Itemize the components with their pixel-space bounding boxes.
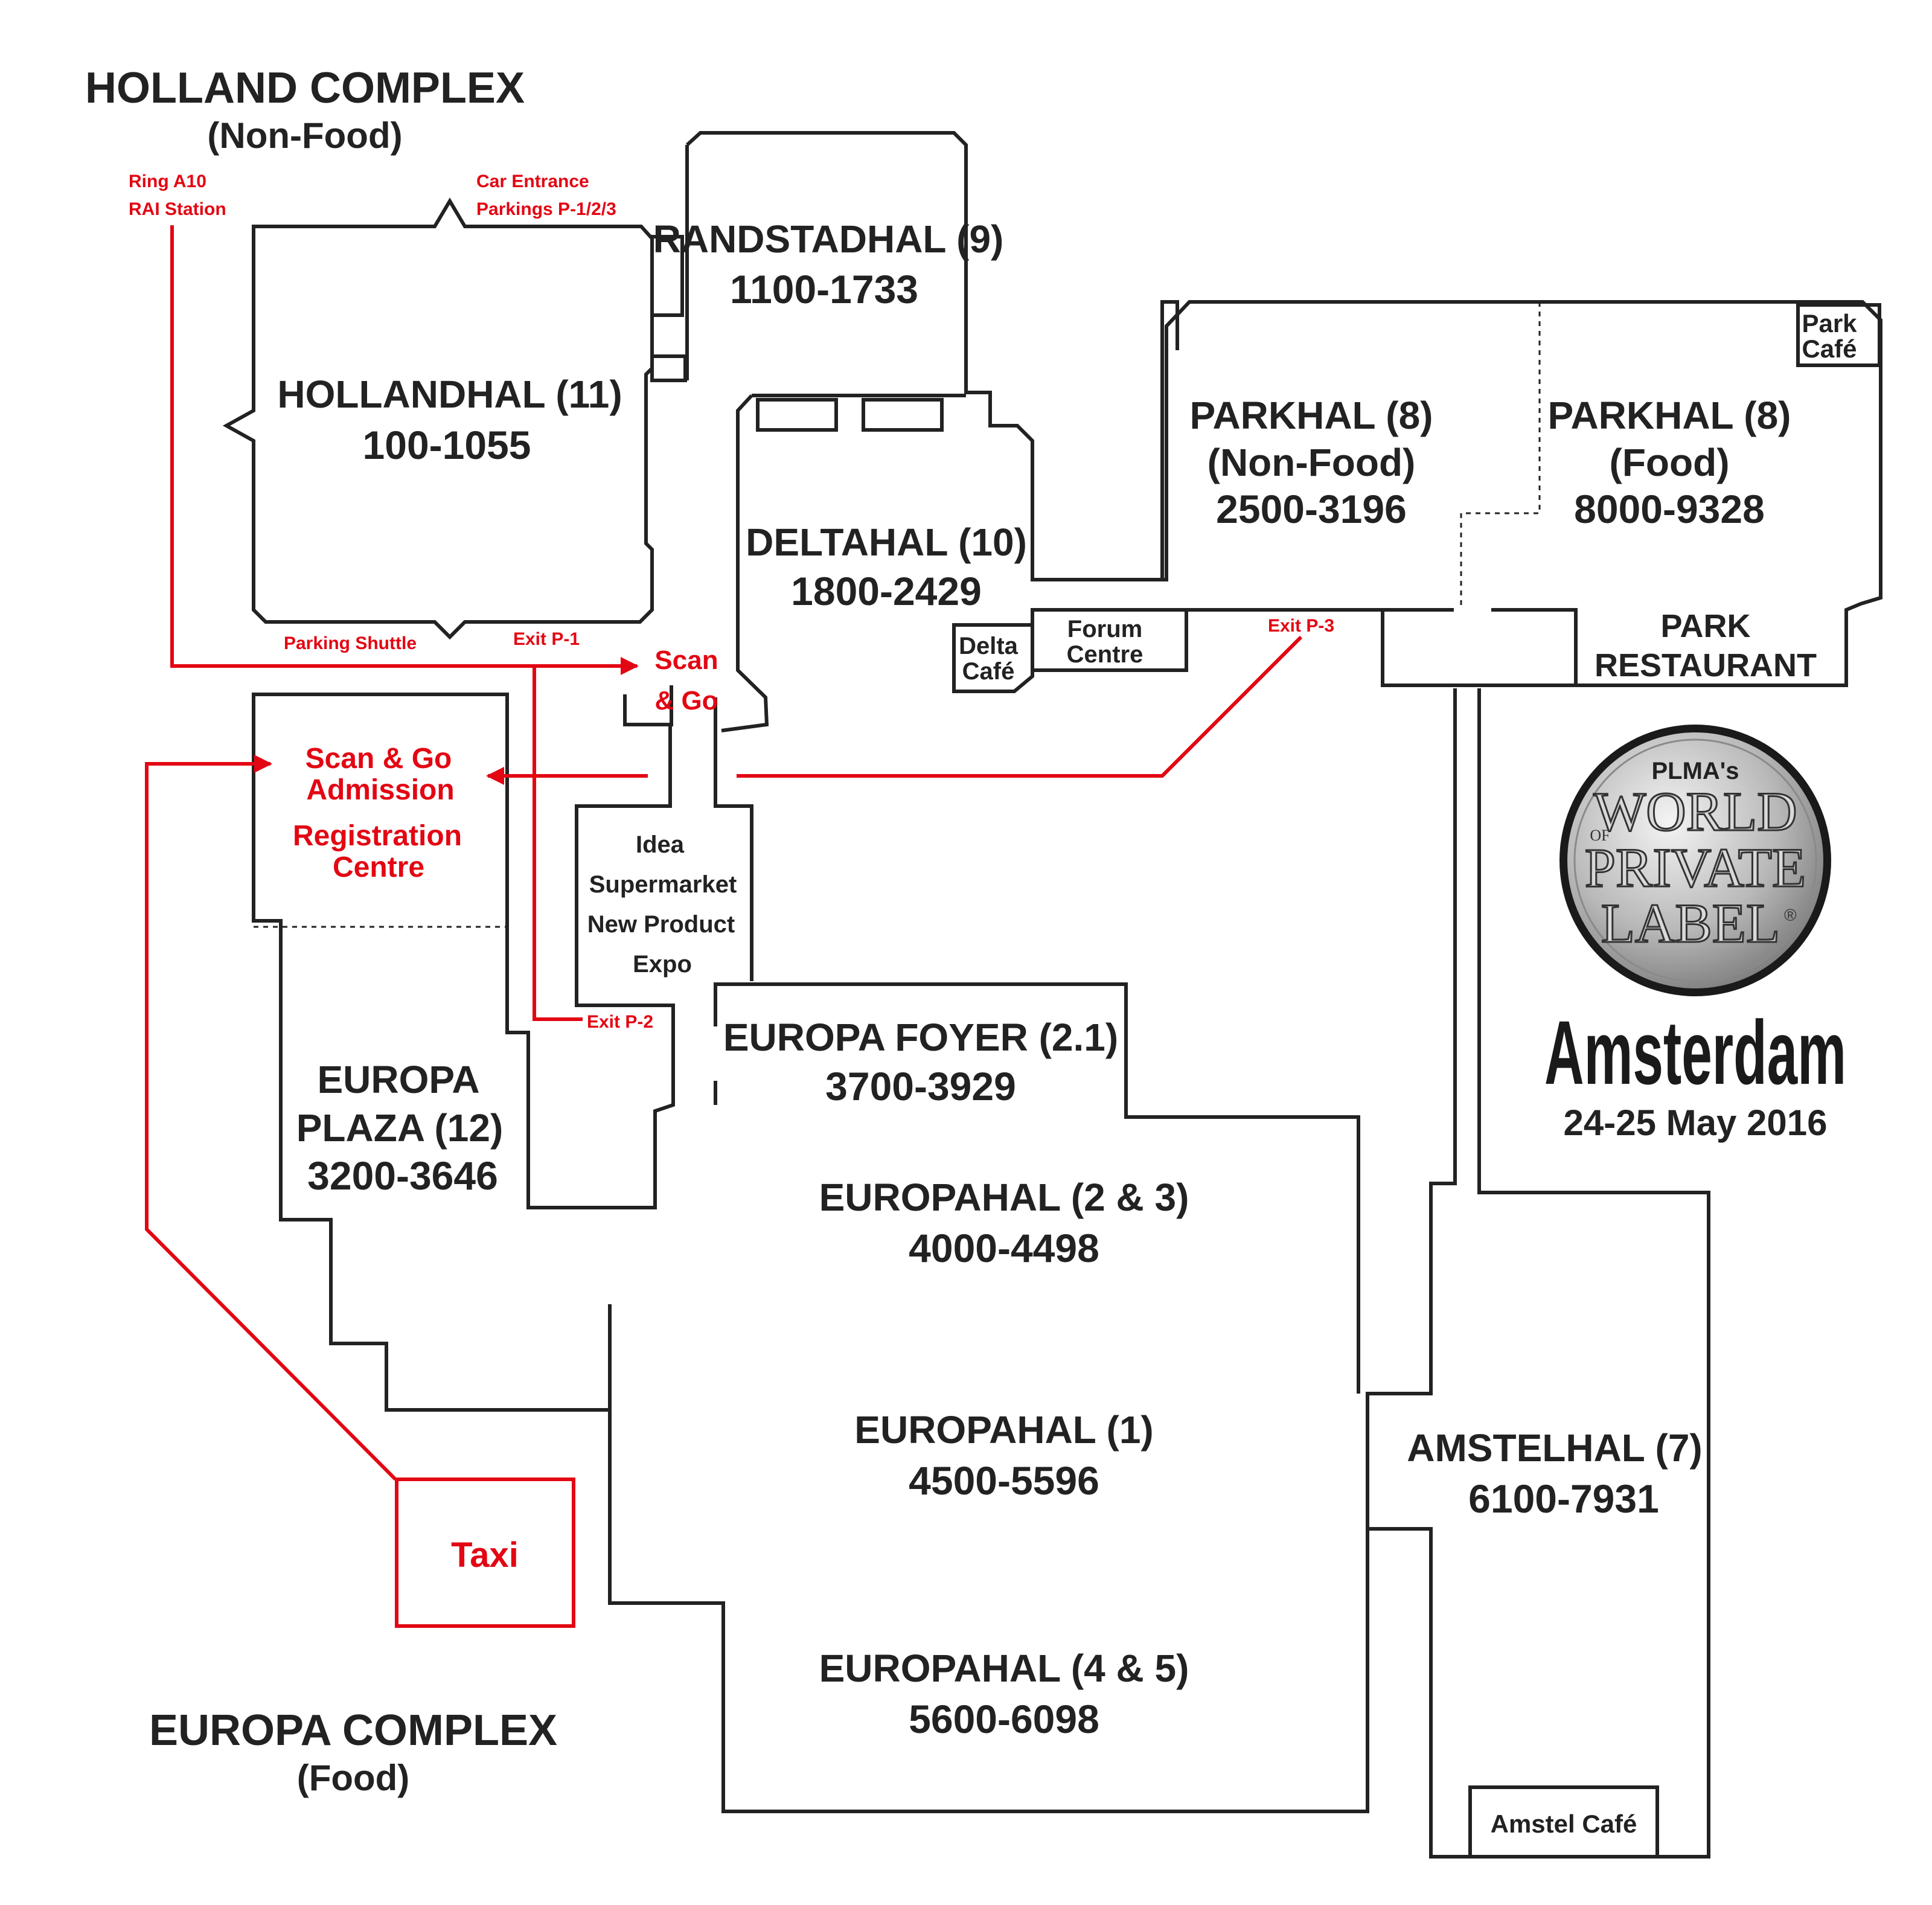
registered-mark: ®	[1784, 906, 1797, 924]
amstel-cafe-label: Amstel Café	[1491, 1810, 1637, 1838]
dates-label: 24-25 May 2016	[1564, 1103, 1828, 1143]
car-entrance-line2: Parkings P-1/2/3	[476, 199, 616, 219]
world-word: WORLD	[1593, 781, 1797, 842]
delta-cafe-line1: Delta	[959, 633, 1019, 659]
parkhal-nonfood-sub: (Non-Food)	[1208, 441, 1416, 484]
of-word: OF	[1590, 827, 1610, 844]
route-ring-a10	[170, 225, 639, 675]
idea-supermarket-outline	[252, 685, 675, 1412]
hollandhal-outline	[222, 197, 654, 640]
europa-plaza-range: 3200-3646	[307, 1153, 498, 1198]
amstelhal-range: 6100-7931	[1468, 1476, 1659, 1521]
route-exit-p1	[533, 666, 583, 1021]
europahal-45-name: EUROPAHAL (4 & 5)	[819, 1647, 1189, 1690]
europahal-23-name: EUROPAHAL (2 & 3)	[819, 1176, 1189, 1219]
europahal-1-name: EUROPAHAL (1)	[854, 1408, 1153, 1452]
amstelhal-name: AMSTELHAL (7)	[1407, 1426, 1702, 1470]
amstel-cafe-outline	[1468, 1785, 1659, 1859]
deltahal-outline	[721, 394, 966, 732]
europa-complex-subtitle: (Food)	[297, 1758, 410, 1798]
parkhal-food-sub: (Food)	[1610, 441, 1730, 484]
park-cafe-line2: Café	[1802, 335, 1857, 363]
connector-door-upper	[650, 235, 684, 317]
europahal-1-range: 4500-5596	[909, 1458, 1099, 1503]
holland-complex-subtitle: (Non-Food)	[207, 115, 402, 156]
park-cafe-outline	[1796, 303, 1881, 367]
forum-centre-line2: Centre	[1067, 641, 1144, 668]
parking-shuttle-label: Parking Shuttle	[284, 633, 417, 653]
admission-line1: Scan & Go	[305, 743, 452, 775]
exit-p1-label: Exit P-1	[513, 629, 580, 649]
deltahal-door-left	[756, 398, 838, 432]
deltahal-range: 1800-2429	[791, 569, 982, 613]
europahal-outline	[608, 982, 1369, 1813]
forum-centre-outline	[1031, 608, 1188, 672]
ring-line1: Ring A10	[129, 171, 206, 191]
randstadhal-range: 1100-1733	[730, 267, 918, 312]
route-exit-p3	[737, 635, 1303, 778]
europa-foyer-name: EUROPA FOYER (2.1)	[723, 1016, 1118, 1059]
scan-go-line1: Scan	[654, 645, 718, 675]
taxi-label: Taxi	[451, 1535, 519, 1575]
amstelhal-outline	[1366, 688, 1710, 1859]
hollandhal-name: HOLLANDHAL (11)	[277, 373, 622, 416]
delta-cafe-line2: Café	[962, 658, 1015, 685]
europa-plaza-line1: EUROPA	[317, 1058, 479, 1101]
idea-line3: New Product	[587, 911, 735, 938]
world-private-label-seal: PLMA's WORLD OF PRIVATE LABEL ®	[1559, 725, 1831, 996]
europa-foyer-range: 3700-3929	[825, 1064, 1016, 1109]
label-word: LABEL	[1601, 892, 1780, 954]
taxi-box	[395, 1478, 575, 1628]
park-restaurant-outline	[1381, 610, 1576, 687]
route-taxi	[145, 755, 397, 1481]
admission-line2: Admission	[306, 774, 454, 806]
randstadhal-outline	[685, 131, 1179, 581]
city-label: Amsterdam	[1544, 1002, 1846, 1103]
private-word: PRIVATE	[1585, 837, 1806, 898]
europa-complex-title: EUROPA COMPLEX	[149, 1706, 557, 1755]
delta-cafe-outline	[952, 623, 1034, 693]
deltahal-name: DELTAHAL (10)	[746, 520, 1027, 564]
hollandhal-range: 100-1055	[363, 423, 531, 467]
parkhal-food-range: 8000-9328	[1574, 487, 1765, 531]
ring-line2: RAI Station	[129, 199, 226, 219]
randstadhal-name: RANDSTADHAL (9)	[653, 217, 1004, 261]
park-cafe-line1: Park	[1802, 309, 1857, 338]
connector-door-lower	[650, 354, 687, 382]
car-entrance-line1: Car Entrance	[476, 171, 589, 191]
idea-line4: Expo	[633, 951, 692, 978]
registration-line1: Registration	[293, 820, 462, 852]
exit-p3-label: Exit P-3	[1268, 616, 1334, 636]
idea-line1: Idea	[636, 831, 685, 858]
parkhal-nonfood-name: PARKHAL (8)	[1190, 394, 1433, 437]
parkhal-food-name: PARKHAL (8)	[1548, 394, 1791, 437]
plma-label: PLMA's	[1651, 758, 1739, 784]
exit-p2-label: Exit P-2	[587, 1012, 653, 1032]
idea-line2: Supermarket	[589, 871, 737, 898]
forum-centre-line1: Forum	[1067, 616, 1142, 642]
idea-supermarket-right	[714, 697, 753, 981]
park-restaurant-line2: RESTAURANT	[1595, 647, 1817, 684]
holland-complex-title: HOLLAND COMPLEX	[85, 64, 525, 112]
scan-go-line2: & Go	[654, 686, 718, 716]
deltahal-door-right	[862, 398, 944, 432]
europahal-23-range: 4000-4498	[909, 1226, 1099, 1270]
europahal-45-range: 5600-6098	[909, 1697, 1099, 1741]
parkhal-nonfood-range: 2500-3196	[1216, 487, 1407, 531]
registration-line2: Centre	[333, 851, 424, 883]
parkhal-divider	[1460, 302, 1541, 610]
europa-plaza-line2: PLAZA (12)	[296, 1106, 504, 1150]
park-restaurant-line1: PARK	[1660, 608, 1750, 644]
